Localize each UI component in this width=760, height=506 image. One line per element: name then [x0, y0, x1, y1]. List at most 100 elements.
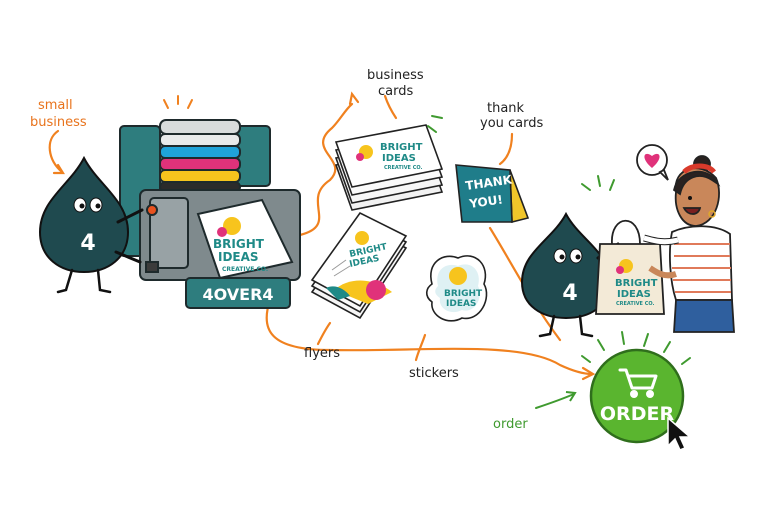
excitement-lines	[163, 95, 193, 109]
mascot-left: 4	[38, 155, 144, 294]
mascot-pupil	[95, 203, 101, 209]
sun-icon	[223, 217, 241, 235]
arrowhead	[348, 91, 360, 106]
logo-dot-magenta	[616, 266, 624, 274]
mascot-leg	[538, 314, 556, 338]
arrow-flyers	[316, 321, 332, 346]
sheet-brand-line1: BRIGHT	[213, 237, 265, 251]
eye	[688, 196, 692, 200]
flyer-graphic-teal	[326, 286, 350, 300]
bag-brand-line2: IDEAS	[617, 289, 651, 300]
printer-base	[185, 277, 291, 309]
arrow-business-cards	[383, 94, 398, 120]
shopping-cart-icon	[618, 368, 658, 398]
sheet-brand-line2: IDEAS	[218, 250, 259, 264]
flyers-stack: BRIGHT IDEAS	[310, 211, 408, 320]
bubble-tail	[658, 168, 669, 181]
hair	[672, 170, 721, 196]
arrow-small-business	[48, 129, 64, 174]
mascot-number: 4	[80, 231, 95, 256]
card-brand-line1: BRIGHT	[380, 142, 423, 153]
sleeve	[643, 235, 679, 245]
mascot-leg	[578, 314, 594, 338]
arrow-order-label	[535, 393, 575, 409]
thank-you-label-2: you cards	[480, 116, 544, 131]
printer-logo: 4OVER4	[202, 285, 273, 304]
roller-gray	[159, 133, 241, 147]
mascot-arm	[116, 208, 144, 224]
arrow-stickers	[414, 333, 427, 362]
logo-dot-magenta	[356, 153, 364, 161]
arrowhead	[581, 366, 596, 381]
sheet-brand-line3: CREATIVE CO.	[222, 266, 268, 273]
flyer-text-lines	[331, 259, 351, 277]
arrowhead	[52, 163, 65, 175]
sticker-fill	[435, 264, 480, 313]
logo-dot-magenta	[217, 227, 227, 237]
flyer-graphic-magenta	[366, 280, 386, 300]
heart-icon	[644, 153, 660, 168]
printed-sheet	[196, 198, 294, 280]
roller-yellow	[159, 169, 241, 183]
printer-button	[146, 204, 158, 216]
shirt-stripes	[672, 243, 731, 293]
printer-port	[145, 261, 159, 273]
printing-press: 4OVER4 BRIGHT IDEAS CREATIVE CO.	[119, 95, 301, 309]
mascot-number: 4	[562, 281, 577, 306]
sparkle-lines	[427, 115, 443, 133]
headband	[682, 163, 716, 174]
mascot-arm	[114, 250, 142, 264]
striped-shirt	[669, 225, 733, 301]
card-front-panel	[455, 164, 513, 223]
card-brand-line3: CREATIVE CO.	[384, 165, 423, 171]
order-button[interactable]: ORDER	[581, 331, 693, 451]
business-cards-label-1: business	[367, 68, 424, 83]
tote-bag: BRIGHT IDEAS CREATIVE CO.	[595, 219, 665, 315]
printer-side-panel	[149, 197, 189, 269]
arm-lower	[648, 265, 677, 279]
sticker: BRIGHT IDEAS	[425, 255, 488, 322]
card-back-panel	[509, 169, 530, 224]
flyers-label: flyers	[304, 346, 340, 361]
order-sparkle-lines	[581, 331, 691, 365]
mascot-leg	[56, 268, 74, 294]
earring	[708, 210, 716, 218]
customer-woman	[581, 144, 735, 333]
bag-body	[595, 243, 665, 315]
card-brand-line2: IDEAS	[382, 153, 416, 164]
roller-magenta	[159, 157, 241, 171]
smile	[682, 207, 702, 215]
mouse-cursor-icon	[667, 416, 693, 451]
bag-brand-line1: BRIGHT	[615, 278, 658, 289]
sticker-brand-line1: BRIGHT	[444, 289, 483, 299]
mascot-pupil	[559, 254, 565, 260]
order-button-label: ORDER	[600, 403, 675, 425]
bag-handle	[611, 219, 641, 245]
thank-you-label-1: thank	[487, 101, 525, 116]
mascot-body	[38, 155, 130, 274]
business-cards-label-2: cards	[378, 84, 413, 99]
arrow-to-order	[265, 298, 594, 376]
thank-you-card: THANK YOU!	[427, 115, 530, 224]
order-label: order	[493, 417, 528, 432]
sun-icon	[449, 267, 467, 285]
roller-cyan	[159, 145, 241, 159]
mascot-leg	[96, 268, 112, 294]
small-business-label-1: small	[38, 98, 73, 113]
small-business-label-2: business	[30, 115, 87, 130]
roller-top	[159, 119, 241, 135]
stickers-label: stickers	[409, 366, 459, 381]
bag-brand-line3: CREATIVE CO.	[616, 301, 655, 307]
mascot-pupil	[79, 203, 85, 209]
business-cards-stack: BRIGHT IDEAS CREATIVE CO.	[334, 124, 444, 211]
business-card-top	[334, 124, 444, 188]
sticker-brand-line2: IDEAS	[446, 299, 476, 309]
sparkle-lines	[581, 175, 615, 191]
sun-icon	[355, 231, 369, 245]
jeans	[673, 299, 735, 333]
arrowhead	[565, 391, 577, 402]
arrow-thank-you	[498, 132, 514, 166]
arrow-to-business-cards	[298, 102, 354, 237]
